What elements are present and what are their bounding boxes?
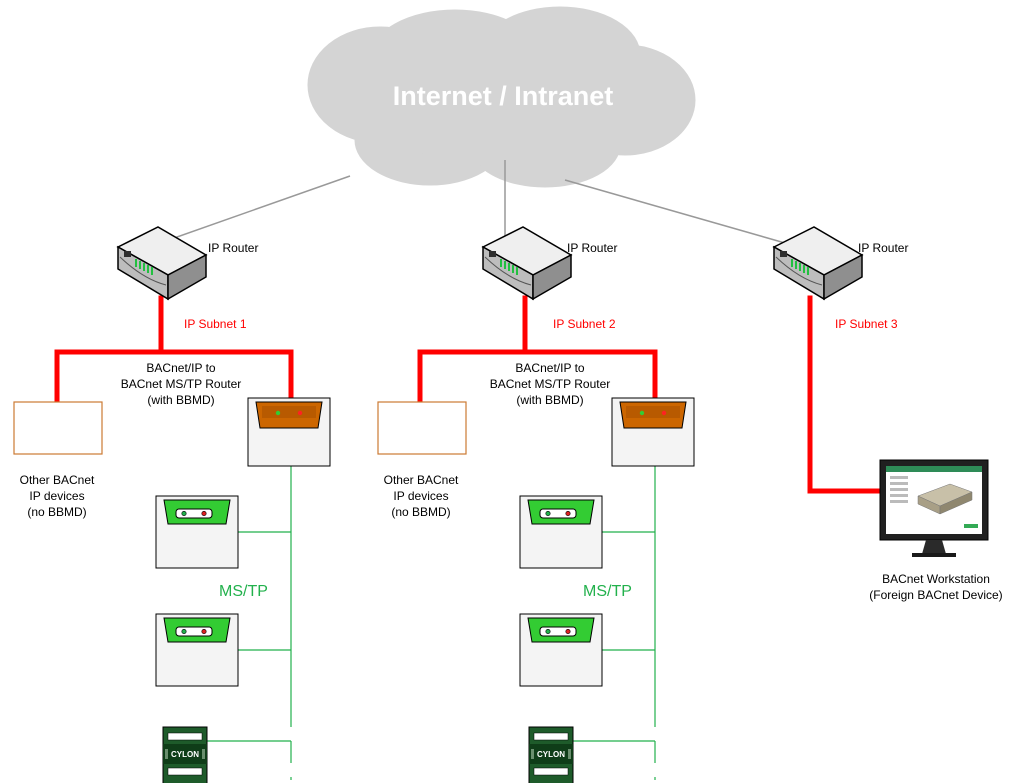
- router-2-label: IP Router: [567, 241, 617, 255]
- mstp-controller-1a-icon: [155, 495, 239, 569]
- subnet-1-label: IP Subnet 1: [184, 317, 247, 331]
- svg-text:BACnet MS/TP Router: BACnet MS/TP Router: [490, 377, 611, 391]
- wan-link-1: [159, 175, 351, 244]
- workstation-monitor-icon: [879, 459, 989, 557]
- ethernet-links: [54, 295, 896, 494]
- svg-text:IP devices: IP devices: [393, 489, 448, 503]
- subnet-2-label: IP Subnet 2: [553, 317, 616, 331]
- bbmd-router-2-label: BACnet/IP to BACnet MS/TP Router (with B…: [490, 361, 611, 407]
- svg-text:CYLON: CYLON: [171, 750, 199, 759]
- router-3-label: IP Router: [858, 241, 908, 255]
- svg-text:CYLON: CYLON: [537, 750, 565, 759]
- ip-router-3-icon: [773, 226, 863, 300]
- svg-text:Other BACnet: Other BACnet: [20, 473, 95, 487]
- bbmd-router-2-icon: [611, 397, 695, 467]
- wan-link-3: [564, 179, 786, 244]
- subnet-3-link: [807, 295, 896, 494]
- other-device-1-box: [13, 401, 103, 455]
- svg-text:Other BACnet: Other BACnet: [384, 473, 459, 487]
- mstp-bus-2: [572, 465, 656, 780]
- other-device-2-label: Other BACnet IP devices (no BBMD): [384, 473, 459, 519]
- svg-text:(no BBMD): (no BBMD): [27, 505, 86, 519]
- subnet-2-bus: [417, 349, 658, 408]
- cloud-label: Internet / Intranet: [393, 81, 614, 111]
- cylon-controller-2-icon: CYLON: [528, 726, 574, 783]
- ip-router-1-icon: [117, 226, 207, 300]
- mstp-controller-1b-icon: [155, 613, 239, 687]
- cylon-controller-1-icon: CYLON: [162, 726, 208, 783]
- bbmd-router-1-icon: [247, 397, 331, 467]
- router-1-label: IP Router: [208, 241, 258, 255]
- svg-text:BACnet/IP to: BACnet/IP to: [146, 361, 215, 375]
- svg-text:BACnet/IP to: BACnet/IP to: [515, 361, 584, 375]
- mstp-1-label: MS/TP: [219, 583, 268, 600]
- subnet-3-label: IP Subnet 3: [835, 317, 898, 331]
- mstp-2-label: MS/TP: [583, 583, 632, 600]
- svg-text:BACnet Workstation: BACnet Workstation: [882, 572, 990, 586]
- wan-links: [159, 160, 786, 244]
- svg-text:(Foreign BACnet Device): (Foreign BACnet Device): [869, 588, 1002, 602]
- workstation-label: BACnet Workstation (Foreign BACnet Devic…: [869, 572, 1002, 602]
- svg-text:BACnet MS/TP Router: BACnet MS/TP Router: [121, 377, 242, 391]
- svg-text:(no BBMD): (no BBMD): [391, 505, 450, 519]
- mstp-controller-2b-icon: [519, 613, 603, 687]
- internet-cloud: [307, 6, 696, 188]
- ip-router-2-icon: [482, 226, 572, 300]
- svg-text:(with BBMD): (with BBMD): [147, 393, 214, 407]
- subnet-1-bus: [54, 349, 294, 408]
- other-device-1-label: Other BACnet IP devices (no BBMD): [20, 473, 95, 519]
- svg-text:IP devices: IP devices: [29, 489, 84, 503]
- other-device-2-box: [377, 401, 467, 455]
- svg-text:(with BBMD): (with BBMD): [516, 393, 583, 407]
- bbmd-router-1-label: BACnet/IP to BACnet MS/TP Router (with B…: [121, 361, 242, 407]
- mstp-controller-2a-icon: [519, 495, 603, 569]
- mstp-bus-1: [205, 465, 292, 780]
